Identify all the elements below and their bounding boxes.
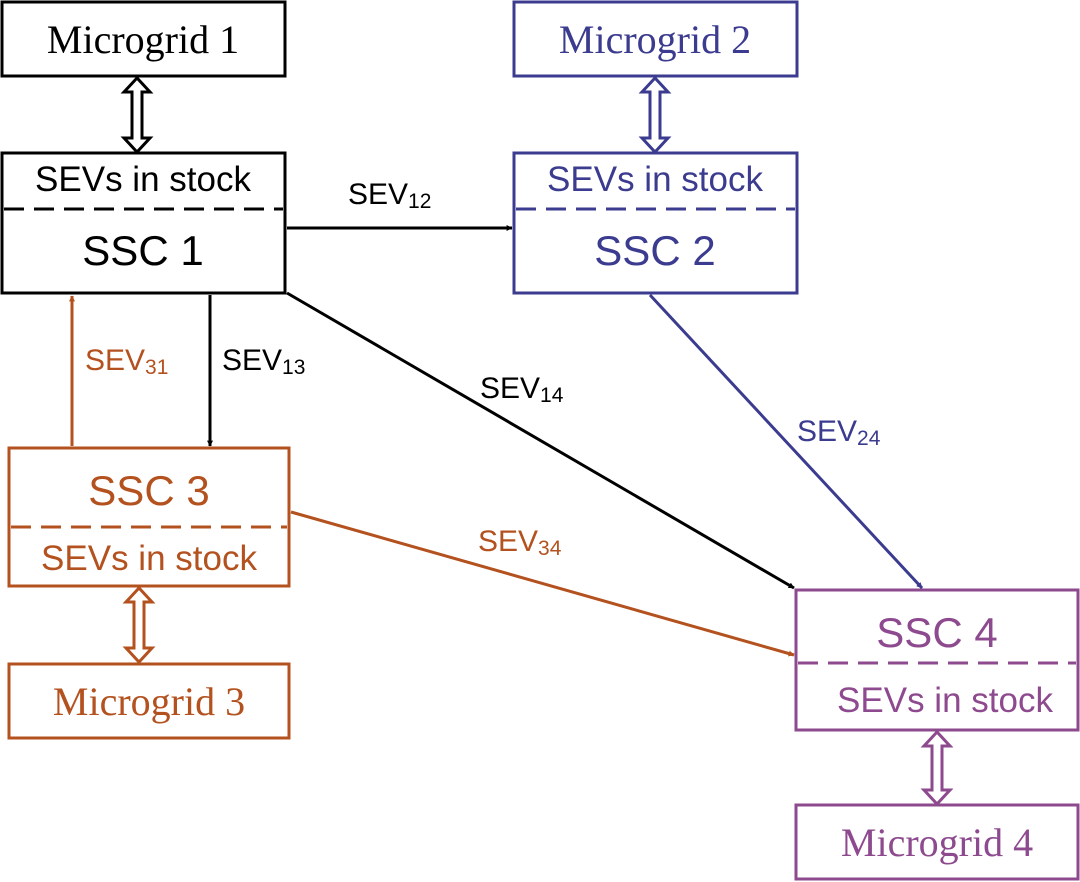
ssc-1-box bbox=[0, 151, 287, 295]
microgrid-4-box bbox=[794, 803, 1080, 881]
microgrid-2-box bbox=[512, 0, 799, 78]
link-ssc-3-microgrid-3 bbox=[122, 585, 156, 665]
ssc-3-box bbox=[7, 446, 291, 588]
label-sev34-sub: 34 bbox=[538, 537, 562, 560]
arrow-sev34 bbox=[290, 510, 795, 657]
label-sev12-base: SEV bbox=[348, 178, 408, 211]
ssc-4-stock-label: SEVs in stock bbox=[837, 681, 1053, 720]
microgrid-3-box bbox=[7, 662, 291, 740]
microgrid-2-label: Microgrid 2 bbox=[559, 17, 751, 62]
ssc-2-box bbox=[512, 151, 799, 295]
link-microgrid-2-ssc-2 bbox=[638, 75, 672, 155]
label-sev13-sub: 13 bbox=[282, 356, 305, 379]
label-sev34-base: SEV bbox=[478, 525, 538, 558]
label-sev31: SEV31 bbox=[85, 344, 168, 379]
label-sev24-base: SEV bbox=[797, 415, 857, 448]
label-sev14-sub: 14 bbox=[540, 384, 564, 407]
label-sev31-base: SEV bbox=[85, 344, 145, 377]
label-sev13: SEV13 bbox=[222, 344, 305, 379]
microgrid-1-box bbox=[0, 0, 287, 78]
label-sev14: SEV14 bbox=[480, 372, 564, 407]
label-sev12: SEV12 bbox=[348, 178, 431, 213]
label-sev31-sub: 31 bbox=[145, 356, 168, 379]
label-sev24-sub: 24 bbox=[857, 427, 881, 450]
ssc-2-name: SSC 2 bbox=[594, 227, 715, 274]
microgrid-1-label: Microgrid 1 bbox=[47, 17, 239, 62]
label-sev14-base: SEV bbox=[480, 372, 540, 405]
label-sev34: SEV34 bbox=[478, 525, 562, 560]
ssc-3-name: SSC 3 bbox=[88, 467, 209, 514]
ssc-2-stock-label: SEVs in stock bbox=[547, 160, 763, 199]
ssc-1-stock-label: SEVs in stock bbox=[35, 160, 251, 199]
arrow-sev14 bbox=[286, 291, 795, 590]
ssc-3-stock-label: SEVs in stock bbox=[41, 539, 257, 578]
label-sev12-sub: 12 bbox=[408, 190, 431, 213]
link-ssc-4-microgrid-4 bbox=[920, 729, 954, 807]
ssc-1-name: SSC 1 bbox=[82, 227, 203, 274]
microgrid-3-label: Microgrid 3 bbox=[53, 679, 245, 724]
label-sev24: SEV24 bbox=[797, 415, 881, 450]
label-sev13-base: SEV bbox=[222, 344, 282, 377]
link-microgrid-1-ssc-1 bbox=[120, 75, 154, 155]
microgrid-4-label: Microgrid 4 bbox=[841, 820, 1033, 865]
ssc-4-name: SSC 4 bbox=[876, 609, 997, 656]
arrow-sev24 bbox=[648, 293, 924, 590]
